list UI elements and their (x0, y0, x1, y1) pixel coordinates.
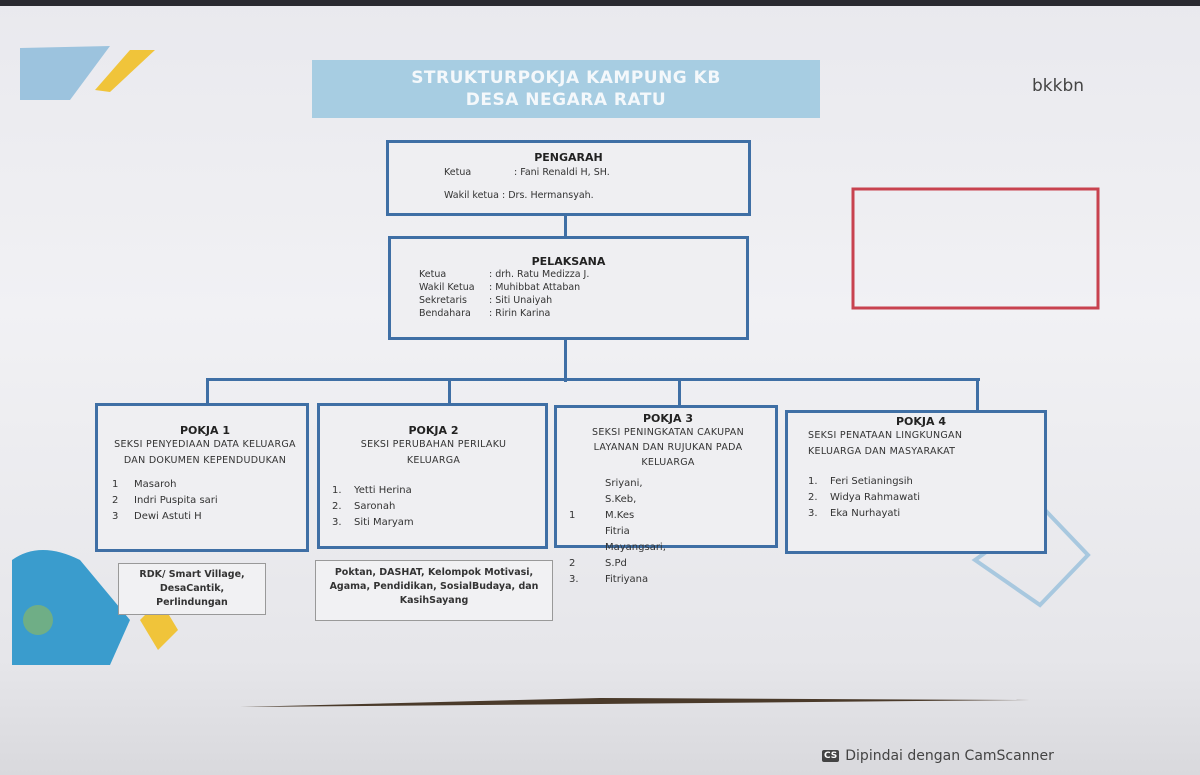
top-left-blue-shape (20, 46, 110, 100)
label: Sekretaris (419, 295, 467, 306)
pokja-1-note: RDK/ Smart Village, DesaCantik, Perlindu… (118, 563, 266, 615)
list-item: 3.Fitriyana (569, 574, 649, 585)
value: : drh. Ratu Medizza J. (489, 269, 590, 280)
footer-text: Dipindai dengan CamScanner (845, 748, 1054, 764)
pokja-2-box: POKJA 2 SEKSI PERUBAHAN PERILAKU KELUARG… (317, 403, 548, 549)
connector (564, 215, 567, 237)
pokja-2-note: Poktan, DASHAT, Kelompok Motivasi, Agama… (315, 560, 553, 621)
connector (678, 378, 681, 406)
pokja-1-box: POKJA 1 SEKSI PENYEDIAAN DATA KELUARGA D… (95, 403, 309, 552)
pokja-heading: POKJA 2 (408, 424, 459, 437)
bkkbn-logo: bkkbn (1032, 76, 1085, 96)
label: Ketua (444, 167, 472, 178)
list-item: 2.Saronah (332, 501, 396, 512)
list-item: 3.Siti Maryam (332, 517, 414, 528)
pokja-4-box: POKJA 4 SEKSI PENATAAN LINGKUNGAN KELUAR… (785, 410, 1047, 554)
pengarah-box: PENGARAH Ketua : Fani Renaldi H, SH. Waki… (386, 140, 751, 216)
value: : Fani Renaldi H, SH. (514, 167, 610, 178)
member-list: 1.Feri Setianingsih 2.Widya Rahmawati 3.… (808, 474, 1034, 522)
pokja-section: SEKSI PENATAAN LINGKUNGAN KELUARGA DAN M… (808, 430, 963, 457)
pokja-heading: POKJA 3 (642, 412, 694, 425)
pokja-section: SEKSI PERUBAHAN PERILAKU KELUARGA (360, 439, 507, 466)
top-edge (0, 0, 1200, 6)
red-outline-box (851, 187, 1100, 310)
title-line2: DESA NEGARA RATU (465, 90, 667, 110)
value: : Muhibbat Attaban (489, 282, 581, 293)
connector-horizontal (206, 378, 980, 381)
list-item: 3.Eka Nurhayati (808, 508, 901, 519)
title-banner: STRUKTURPOKJA KAMPUNG KB DESA NEGARA RAT… (312, 60, 820, 118)
value: : Drs. Hermansyah. (502, 190, 594, 201)
label: Wakil ketua (444, 190, 499, 201)
bottom-left-green-circle (23, 605, 53, 635)
pengarah-heading: PENGARAH (534, 151, 603, 164)
connector (976, 378, 979, 411)
list-item: 2Fitria Mayangsari, S.Pd (569, 526, 666, 569)
member-list: 1Sriyani, S.Keb, M.Kes 2Fitria Mayangsar… (569, 476, 767, 588)
pokja-section: SEKSI PENINGKATAN CAKUPAN LAYANAN DAN RU… (591, 427, 745, 468)
list-item: 2.Widya Rahmawati (808, 492, 921, 503)
pokja-heading: POKJA 4 (895, 415, 947, 428)
value: : Siti Unaiyah (489, 295, 553, 306)
value: : Ririn Karina (489, 308, 551, 319)
connector (564, 338, 567, 382)
pelaksana-box: PELAKSANA Ketua : drh. Ratu Medizza J. Wa… (388, 236, 749, 340)
label: Ketua (419, 269, 447, 280)
camscanner-footer: CS Dipindai dengan CamScanner (822, 748, 1054, 764)
pokja-heading: POKJA 1 (179, 424, 231, 437)
camscanner-badge: CS (822, 750, 840, 762)
connector (206, 378, 209, 404)
list-item: 1Sriyani, S.Keb, M.Kes (569, 478, 643, 521)
label: Bendahara (419, 308, 471, 319)
pokja-section: SEKSI PENYEDIAAN DATA KELUARGA DAN DOKUM… (114, 439, 296, 466)
pelaksana-heading: PELAKSANA (531, 255, 606, 268)
member-list: 1.Yetti Herina 2.Saronah 3.Siti Maryam (332, 483, 535, 531)
bottom-dark-line (240, 698, 1030, 707)
bottom-left-blue-shape (12, 550, 130, 665)
label: Wakil Ketua (419, 282, 475, 293)
list-item: 1.Yetti Herina (332, 485, 412, 496)
pokja-3-box: POKJA 3 SEKSI PENINGKATAN CAKUPAN LAYANA… (554, 405, 778, 585)
top-left-yellow-shape (95, 50, 155, 92)
title-line1: STRUKTURPOKJA KAMPUNG KB (411, 68, 721, 88)
connector (448, 378, 451, 404)
list-item: 1.Feri Setianingsih (808, 476, 913, 487)
